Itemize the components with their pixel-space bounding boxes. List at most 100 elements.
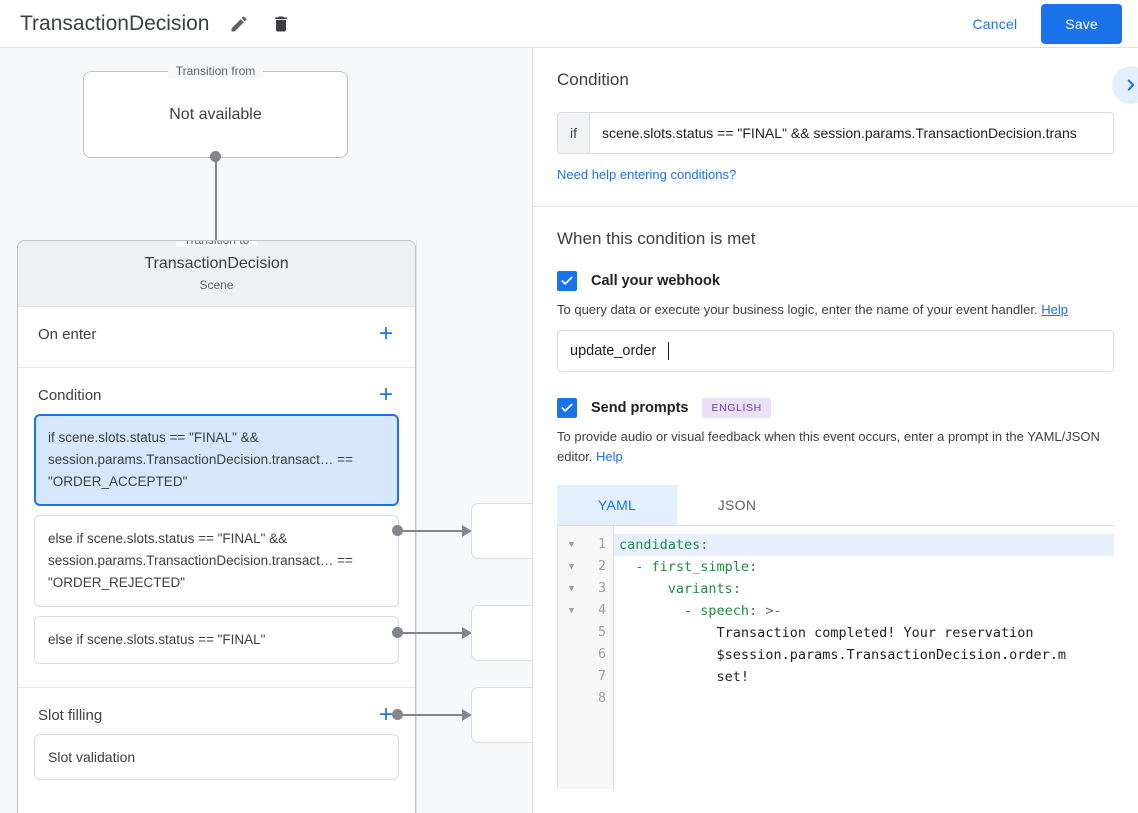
- add-slot-filling-button[interactable]: +: [378, 701, 393, 728]
- condition-card[interactable]: else if scene.slots.status == "FINAL" &&…: [34, 515, 399, 607]
- line-number: 6: [598, 647, 606, 662]
- prompts-help-link[interactable]: Help: [596, 449, 623, 464]
- cancel-button[interactable]: Cancel: [959, 8, 1032, 40]
- section-slot-filling: Slot filling + Slot validation: [18, 688, 415, 794]
- code-indent: [619, 647, 717, 663]
- tab-yaml[interactable]: YAML: [557, 485, 677, 525]
- fold-toggle-icon[interactable]: ▼: [568, 562, 575, 572]
- webhook-input-wrapper: [557, 330, 1114, 372]
- webhook-description-text: To query data or execute your business l…: [557, 302, 1038, 317]
- section-on-enter: On enter +: [18, 307, 415, 368]
- transition-from-legend: Transition from: [167, 64, 264, 78]
- connector-line: [215, 156, 217, 268]
- line-number: 2: [598, 559, 606, 574]
- code-line: $session.params.TransactionDecision.orde…: [614, 644, 1114, 666]
- fold-spacer: [558, 666, 585, 688]
- code-indent: [619, 625, 717, 641]
- panel-heading-when-met: When this condition is met: [557, 229, 756, 248]
- panel-section-condition: Condition if Need help entering conditio…: [533, 48, 1138, 207]
- text-caret: [668, 342, 669, 360]
- code-indent: [619, 603, 684, 619]
- section-header-on-enter: On enter +: [18, 307, 415, 353]
- section-title-condition: Condition: [38, 386, 102, 404]
- add-on-enter-button[interactable]: +: [378, 320, 393, 347]
- edge-arrowhead-icon: [462, 709, 472, 721]
- fold-toggle-icon[interactable]: ▼: [568, 584, 575, 594]
- webhook-label: Call your webhook: [591, 273, 720, 289]
- webhook-help-link[interactable]: Help: [1041, 302, 1068, 317]
- section-header-condition: Condition +: [18, 368, 415, 414]
- transition-from-box: Transition from Not available: [83, 64, 348, 158]
- trash-icon[interactable]: [269, 12, 293, 36]
- code-punct: :: [732, 581, 741, 597]
- chevron-right-icon[interactable]: [1112, 66, 1138, 104]
- slot-validation-card[interactable]: Slot validation: [34, 734, 399, 780]
- scene-graph-canvas[interactable]: Transition from Not available Transition…: [0, 48, 532, 813]
- code-punct: :: [749, 559, 758, 575]
- condition-card[interactable]: else if scene.slots.status == "FINAL": [34, 616, 399, 664]
- scene-type: Scene: [199, 278, 234, 292]
- scene-header[interactable]: TransactionDecision Scene: [18, 241, 415, 307]
- add-condition-button[interactable]: +: [378, 381, 393, 408]
- editor-line-numbers: 1 2 3 4 5 6 7 8: [585, 526, 614, 789]
- webhook-checkbox-row[interactable]: Call your webhook: [557, 271, 1114, 291]
- code-line: Transaction completed! Your reservation: [614, 622, 1114, 644]
- pencil-icon[interactable]: [227, 12, 251, 36]
- prompts-checkbox[interactable]: [557, 398, 577, 418]
- language-badge: ENGLISH: [702, 398, 771, 418]
- line-number: 8: [598, 691, 606, 706]
- handler-stub-box[interactable]: [471, 687, 532, 743]
- code-line: variants:: [614, 578, 1114, 600]
- save-button[interactable]: Save: [1041, 3, 1122, 44]
- details-panel: Condition if Need help entering conditio…: [532, 48, 1138, 813]
- code-key: - speech: [684, 603, 750, 619]
- condition-help-link[interactable]: Need help entering conditions?: [557, 167, 737, 182]
- line-number: 5: [598, 625, 606, 640]
- line-number: 3: [598, 581, 606, 596]
- fold-toggle-icon[interactable]: ▼: [568, 540, 575, 550]
- code-punct: :: [700, 537, 709, 553]
- panel-section-when-met: When this condition is met Call your web…: [533, 207, 1138, 811]
- yaml-editor[interactable]: ▼ ▼ ▼ ▼ 1 2 3 4 5 6 7 8: [557, 525, 1114, 789]
- webhook-checkbox[interactable]: [557, 271, 577, 291]
- if-prefix-label: if: [558, 113, 590, 153]
- editor-code-area[interactable]: candidates: - first_simple: variants: - …: [614, 526, 1114, 789]
- panel-heading-condition: Condition: [557, 70, 629, 89]
- tab-json[interactable]: JSON: [717, 497, 757, 513]
- prompts-description: To provide audio or visual feedback when…: [557, 427, 1114, 467]
- fold-spacer: [558, 622, 585, 644]
- body-wrapper: Transition from Not available Transition…: [0, 48, 1138, 813]
- code-line: - speech: >-: [614, 600, 1114, 622]
- code-indent: [619, 581, 668, 597]
- code-indent: [619, 669, 717, 685]
- handler-stub-box[interactable]: [471, 605, 532, 661]
- edge-line: [398, 714, 470, 716]
- webhook-handler-input[interactable]: [557, 330, 1114, 372]
- condition-card[interactable]: if scene.slots.status == "FINAL" && sess…: [34, 414, 399, 506]
- fold-spacer: [558, 688, 585, 710]
- section-title-on-enter: On enter: [38, 325, 97, 343]
- edge-arrowhead-icon: [462, 525, 472, 537]
- section-header-slot-filling: Slot filling +: [18, 688, 415, 734]
- condition-input-row[interactable]: if: [557, 112, 1114, 154]
- transition-to-card: Transition to TransactionDecision Scene …: [17, 240, 416, 813]
- condition-list: if scene.slots.status == "FINAL" && sess…: [18, 414, 415, 664]
- prompts-checkbox-row[interactable]: Send prompts ENGLISH: [557, 398, 1114, 418]
- edge-dot: [392, 525, 403, 536]
- edge-dot: [392, 709, 403, 720]
- condition-expression-input[interactable]: [590, 113, 1113, 153]
- editor-format-tabs: YAML JSON: [557, 485, 1114, 525]
- canvas-divider: [416, 240, 417, 813]
- transition-from-value: Not available: [169, 105, 262, 123]
- code-line: candidates:: [614, 534, 1114, 556]
- prompts-description-text: To provide audio or visual feedback when…: [557, 429, 1100, 464]
- app-header: TransactionDecision Cancel Save: [0, 0, 1138, 48]
- line-number: 4: [598, 603, 606, 618]
- handler-stub-box[interactable]: [471, 503, 532, 559]
- section-condition: Condition + if scene.slots.status == "FI…: [18, 368, 415, 688]
- code-line: [614, 688, 1114, 710]
- edge-line: [398, 632, 470, 634]
- fold-toggle-icon[interactable]: ▼: [568, 606, 575, 616]
- edge-arrowhead-icon: [462, 627, 472, 639]
- code-indent: [619, 559, 635, 575]
